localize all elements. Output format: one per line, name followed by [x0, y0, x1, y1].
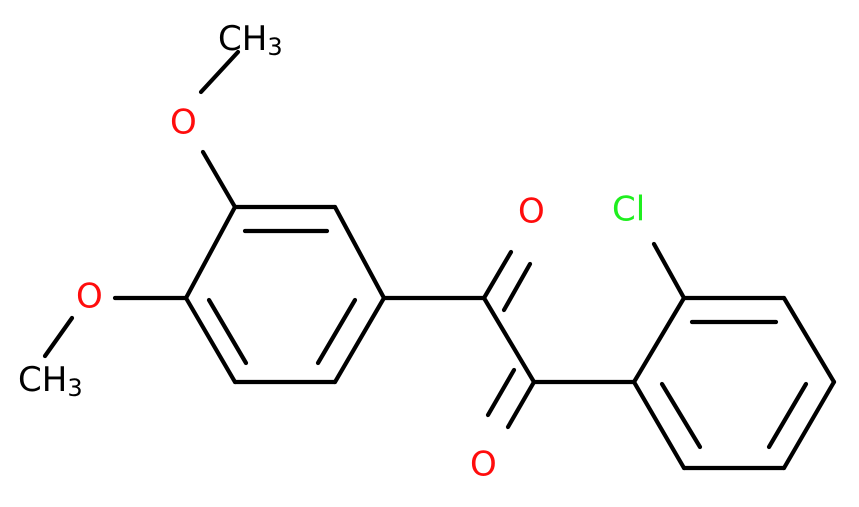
atom-labels: CH3 O O CH3 O O Cl: [18, 19, 645, 485]
atom-o-ketone-bottom: O: [470, 445, 497, 485]
bond-co-top-a: [481, 249, 514, 301]
bond-ch3-o-top: [198, 49, 241, 95]
atom-o-ketone-top: O: [518, 192, 545, 232]
bond-o-ring-top: [200, 149, 238, 210]
bond-co-top-b: [501, 261, 533, 313]
bond-c1-c2: [481, 295, 537, 385]
bond-ring1-inner-right: [315, 297, 358, 366]
bond-ring1-inner-left: [206, 297, 249, 366]
atom-o-top: O: [170, 103, 197, 143]
bond-ring2-f: [631, 379, 687, 471]
bond-ring2-cl: [651, 241, 687, 301]
bond-co-bottom-a: [505, 379, 537, 430]
bond-layer: [42, 49, 837, 471]
bond-ring2-inner-right: [766, 381, 809, 450]
atom-o-left: O: [76, 277, 103, 317]
bond-o-ch3-left: [42, 315, 75, 359]
atom-ch3-top: CH3: [218, 19, 283, 62]
bond-ring2-d: [781, 379, 837, 471]
atom-cl: Cl: [612, 190, 645, 230]
bond-ring1-f: [183, 204, 238, 301]
bond-ring1-e: [183, 295, 238, 385]
bond-co-bottom-b: [485, 367, 517, 418]
bond-ring2-a: [631, 295, 687, 385]
bond-ring2-inner-left: [659, 381, 703, 450]
atom-ch3-left: CH3: [18, 360, 83, 403]
bond-ring1-b: [332, 204, 387, 301]
bond-ring1-c: [332, 295, 387, 385]
bond-ring2-c: [781, 295, 837, 385]
